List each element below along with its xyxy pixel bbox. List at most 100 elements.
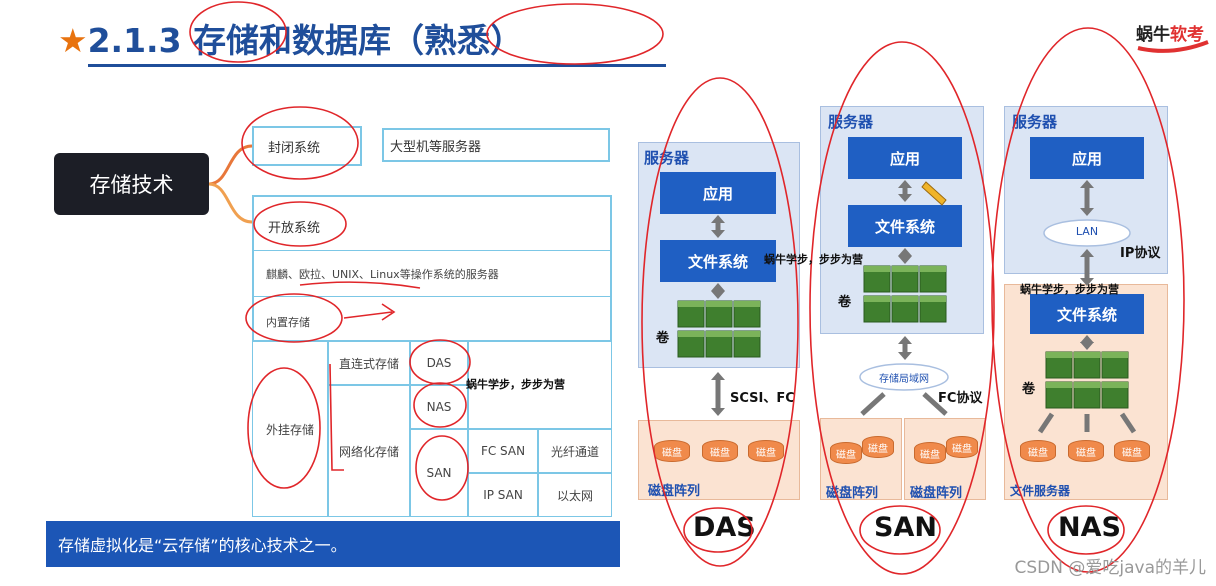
- annotation-circle-familiar: [486, 3, 664, 65]
- das-volume-cube-top-icon: [706, 331, 732, 337]
- san-volume-cube-top-icon: [892, 266, 918, 272]
- nas-lan-fs-arrow-icon-head-down: [1080, 278, 1094, 286]
- ip-san-cell: IP SAN: [468, 473, 538, 517]
- san-network-ellipse: [859, 363, 949, 391]
- annotation-arrow-internal: [343, 303, 396, 321]
- nas-lan-ellipse: [1043, 219, 1131, 247]
- das-app-box: 应用: [660, 172, 776, 214]
- san-disk-2: 磁盘: [862, 436, 894, 458]
- nas-disk-2: 磁盘: [1068, 440, 1104, 462]
- nas-volume-cube-top-icon: [1046, 382, 1072, 388]
- os-servers-label: 麒麟、欧拉、UNIX、Linux等操作系统的服务器: [266, 268, 499, 281]
- annotation-circle-nas: [413, 382, 467, 428]
- san-caption: SAN: [874, 512, 937, 543]
- pencil-icon: [921, 181, 947, 206]
- annotation-circle-open: [253, 201, 347, 247]
- nas-left-arrow-icon: [1037, 412, 1055, 434]
- open-system-label: 开放系统: [268, 221, 321, 236]
- san-disk-3: 磁盘: [914, 442, 946, 464]
- watermark: CSDN @爱吃java的羊儿: [1014, 558, 1207, 578]
- san-app-fs-arrow-icon-head-up: [898, 180, 912, 188]
- nas-volume-label: 卷: [1022, 382, 1036, 397]
- network-storage-cell: 网络化存储: [328, 385, 410, 517]
- annotation-bracket: [329, 363, 344, 471]
- das-app-fs-arrow-icon-head-down: [711, 230, 725, 238]
- san-disk-1: 磁盘: [830, 442, 862, 464]
- nas-protocol-label: IP协议: [1120, 246, 1161, 261]
- nas-lan-label: LAN: [1075, 225, 1099, 238]
- san-fs-volume-arrow-icon-head-up: [898, 248, 912, 256]
- internal-storage-label: 内置存储: [266, 316, 310, 329]
- annotation-underline-os: [299, 281, 421, 289]
- das-disk-3: 磁盘: [748, 440, 784, 462]
- das-volume-cube-top-icon: [734, 331, 760, 337]
- handwritten-note-2: 蜗牛学步，步步为营: [466, 378, 565, 391]
- das-volume-cube-top-icon: [706, 301, 732, 307]
- nas-lan-fs-arrow-icon-head-up: [1080, 249, 1094, 257]
- annotation-loop-nas: [991, 27, 1185, 573]
- san-volume-cube-top-icon: [864, 296, 890, 302]
- nas-disk-1: 磁盘: [1020, 440, 1056, 462]
- nas-right-arrow-icon: [1119, 412, 1137, 434]
- annotation-circle-san-caption: [859, 505, 941, 555]
- root-node: 存储技术: [54, 153, 209, 215]
- nas-app-lan-arrow-icon-head-down: [1080, 208, 1094, 216]
- san-volume-cube-top-icon: [892, 296, 918, 302]
- das-volume-cube-top-icon: [678, 301, 704, 307]
- virtualization-banner: 存储虚拟化是“云存储”的核心技术之一。: [46, 521, 620, 567]
- ethernet-cell: 以太网: [538, 473, 612, 517]
- san-network-label: 存储局域网: [879, 374, 929, 385]
- mainframe-node: 大型机等服务器: [382, 128, 610, 162]
- das-fs-volume-arrow-icon-head-down: [711, 291, 725, 299]
- star-icon: ★: [58, 21, 88, 60]
- annotation-circle-das-caption: [683, 507, 753, 553]
- das-volume-label: 卷: [656, 331, 670, 346]
- das-link-arrow-icon-head-down: [711, 408, 725, 416]
- san-array-label-1: 磁盘阵列: [826, 486, 879, 501]
- das-app-fs-arrow-icon-head-up: [711, 215, 725, 223]
- das-array-label: 磁盘阵列: [648, 484, 701, 499]
- annotation-circle-closed: [241, 106, 359, 180]
- san-volume-cube-top-icon: [920, 296, 946, 302]
- san-network-arrow-icon-head-up: [898, 336, 912, 344]
- das-disk-2: 磁盘: [702, 440, 738, 462]
- san-fs-volume-arrow-icon-head-down: [898, 256, 912, 264]
- san-app-fs-arrow-icon-head-down: [898, 194, 912, 202]
- das-disk-1: 磁盘: [654, 440, 690, 462]
- nas-file-server-label: 文件服务器: [1010, 484, 1071, 498]
- das-link-label: SCSI、FC: [730, 391, 795, 406]
- san-volume-cube-top-icon: [864, 266, 890, 272]
- nas-fs-volume-arrow-icon-head-down: [1080, 342, 1094, 350]
- fiber-channel-cell: 光纤通道: [538, 429, 612, 473]
- annotation-circle-san: [415, 435, 469, 501]
- das-volume-cube-top-icon: [734, 301, 760, 307]
- san-disk-4: 磁盘: [946, 436, 978, 458]
- das-link-arrow-icon-head-up: [711, 372, 725, 380]
- nas-volume-cube-top-icon: [1074, 382, 1100, 388]
- annotation-circle-nas-caption: [1047, 505, 1125, 555]
- nas-app-box: 应用: [1030, 137, 1144, 179]
- san-volume-cube-top-icon: [920, 266, 946, 272]
- logo-prefix: 蜗牛: [1136, 25, 1170, 45]
- san-volume-label: 卷: [838, 295, 852, 310]
- san-network-arrow-icon-head-down: [898, 352, 912, 360]
- nas-fs-volume-arrow-icon-head-up: [1080, 335, 1094, 343]
- das-fs-box: 文件系统: [660, 240, 776, 282]
- annotation-circle-external: [247, 367, 321, 489]
- nas-app-lan-arrow-icon-head-up: [1080, 180, 1094, 188]
- handwritten-note-3: 蜗牛学步，步步为营: [1020, 283, 1119, 296]
- nas-volume-cube-top-icon: [1046, 352, 1072, 358]
- title-underline: [88, 64, 666, 67]
- nas-volume-cube-top-icon: [1102, 352, 1128, 358]
- annotation-circle-das: [409, 339, 471, 385]
- san-server-label: 服务器: [828, 113, 874, 131]
- das-volume-cube-top-icon: [678, 331, 704, 337]
- san-left-arrow-icon: [860, 392, 886, 416]
- page-title: ★2.1.3 存储和数据库（熟悉）: [58, 14, 523, 62]
- brand-logo: 蜗牛软考: [1136, 20, 1204, 45]
- das-server-label: 服务器: [644, 149, 690, 167]
- closed-system-node: 封闭系统: [252, 126, 362, 166]
- das-fs-volume-arrow-icon-head-up: [711, 283, 725, 291]
